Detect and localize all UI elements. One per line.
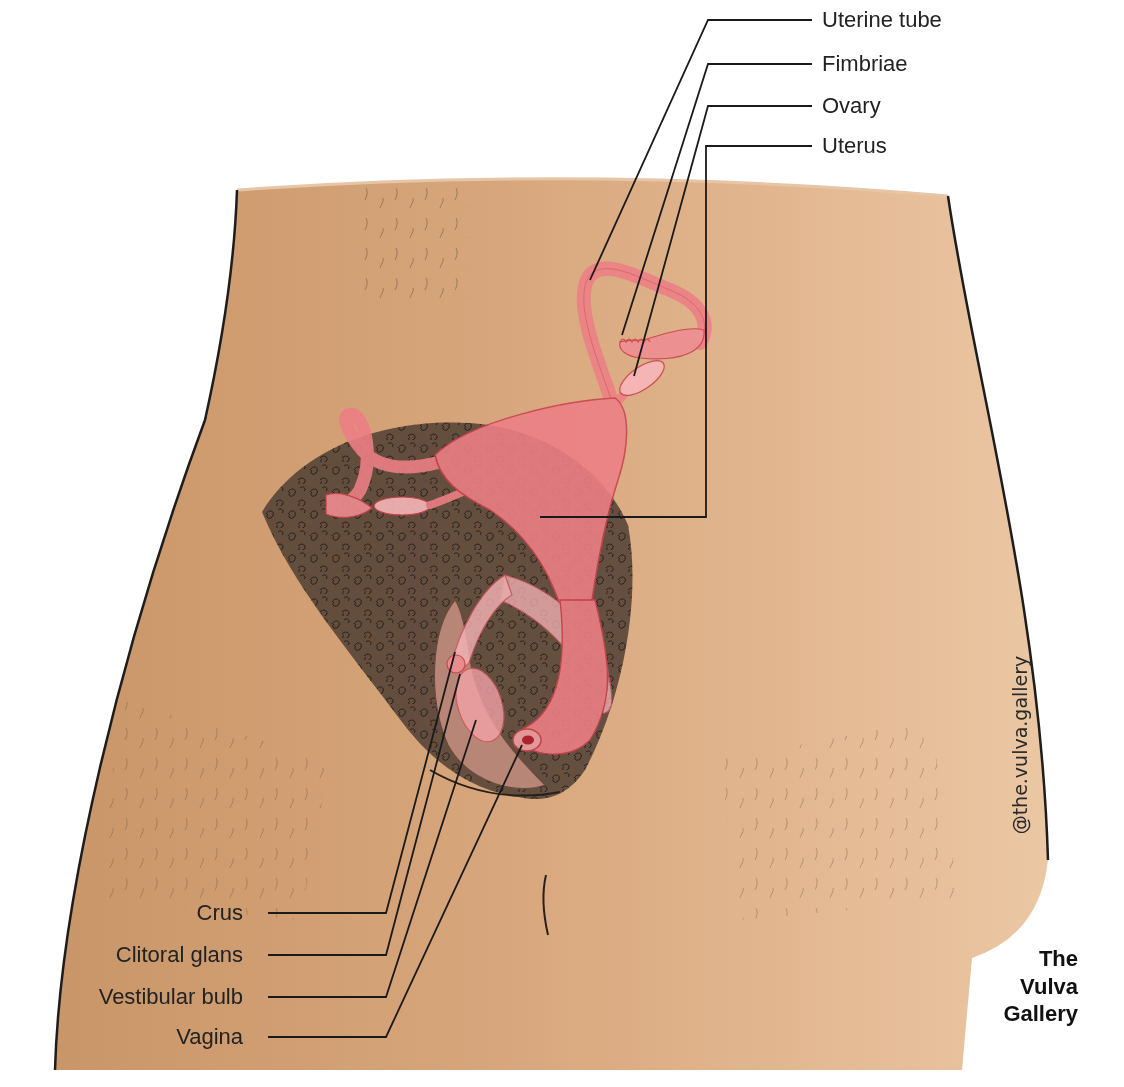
part-label: Crus bbox=[197, 900, 243, 926]
torso-top-edge bbox=[237, 179, 948, 196]
thigh-crease bbox=[543, 875, 548, 935]
label-anchor: Clitoral glans bbox=[116, 942, 243, 968]
vaginal-opening-inner bbox=[522, 736, 534, 745]
uterine-tube bbox=[338, 414, 440, 505]
torso-left-contour bbox=[55, 190, 237, 1070]
label-anchor: Uterine tube bbox=[822, 7, 942, 33]
ovary bbox=[614, 354, 669, 402]
uterine-tube-outline bbox=[584, 269, 705, 402]
organs bbox=[326, 269, 705, 755]
label-anchor: Uterus bbox=[822, 133, 887, 159]
vulva-labia bbox=[434, 600, 545, 789]
fimbriae-fringe bbox=[620, 339, 650, 342]
vulva-lower-line bbox=[430, 770, 560, 796]
label-anchor: Crus bbox=[197, 900, 243, 926]
part-label: Uterine tube bbox=[822, 7, 942, 33]
torso-skin bbox=[55, 179, 1048, 1070]
part-label: Vestibular bulb bbox=[99, 984, 243, 1010]
part-label: Clitoral glans bbox=[116, 942, 243, 968]
ovary bbox=[374, 497, 430, 515]
label-anchor: Vestibular bulb bbox=[99, 984, 243, 1010]
label-anchor: Vagina bbox=[176, 1024, 243, 1050]
part-label: Vagina bbox=[176, 1024, 243, 1050]
leader-line bbox=[540, 146, 812, 517]
thigh-hair bbox=[720, 720, 960, 920]
brand-label: The Vulva Gallery bbox=[988, 945, 1078, 1028]
leader-line bbox=[590, 20, 812, 280]
torso-right-contour bbox=[948, 196, 1048, 860]
part-label: Ovary bbox=[822, 93, 881, 119]
fimbriae bbox=[620, 329, 704, 359]
thigh-hair bbox=[100, 700, 330, 920]
leader-line bbox=[622, 64, 812, 335]
crus bbox=[452, 575, 512, 667]
label-anchor: Fimbriae bbox=[822, 51, 908, 77]
leader-line bbox=[268, 674, 460, 955]
part-label: Uterus bbox=[822, 133, 887, 159]
leader-lines bbox=[268, 20, 812, 1037]
label-anchor: @the.vulva.gallery bbox=[1009, 656, 1032, 835]
label-anchor: Ovary bbox=[822, 93, 881, 119]
fimbriae bbox=[326, 493, 372, 517]
uterine-tube bbox=[584, 269, 705, 402]
uterus bbox=[435, 398, 627, 605]
vaginal-opening bbox=[513, 729, 541, 751]
label-anchor: The Vulva Gallery bbox=[988, 945, 1078, 1028]
leader-line bbox=[268, 745, 522, 1037]
belly-hair bbox=[360, 180, 470, 300]
part-label: Fimbriae bbox=[822, 51, 908, 77]
leader-line bbox=[268, 720, 476, 997]
watermark: @the.vulva.gallery bbox=[1009, 656, 1032, 835]
vestibular-bulb bbox=[447, 662, 512, 748]
